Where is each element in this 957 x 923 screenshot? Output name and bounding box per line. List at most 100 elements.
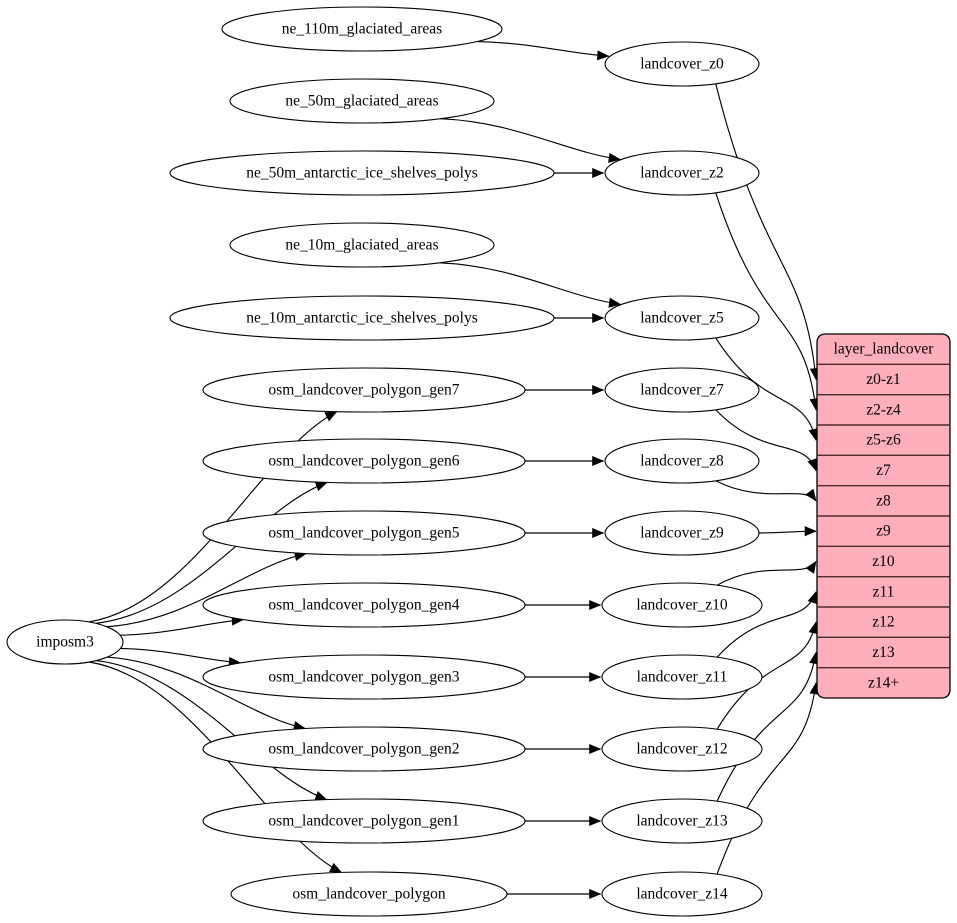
- edge-arrowhead: [804, 526, 817, 537]
- edge-imposm3-to-osm_landcover_polygon_gen6: [95, 481, 328, 624]
- node-label-ne_50m_glaciated_areas: ne_50m_glaciated_areas: [285, 93, 438, 110]
- node-label-osm_landcover_polygon_gen2: osm_landcover_polygon_gen2: [268, 741, 459, 758]
- edge-arrowhead: [592, 167, 605, 179]
- table-row-z5-z6[interactable]: z5-z6: [866, 432, 901, 449]
- table-row-z9[interactable]: z9: [876, 523, 891, 540]
- table-row-z10[interactable]: z10: [872, 553, 895, 570]
- table-row-z2-z4[interactable]: z2-z4: [866, 401, 901, 418]
- node-landcover_z10[interactable]: landcover_z10: [601, 582, 763, 628]
- edge-imposm3-to-osm_landcover_polygon_gen3: [120, 647, 241, 664]
- node-landcover_z0[interactable]: landcover_z0: [604, 41, 760, 87]
- node-osm_landcover_polygon[interactable]: osm_landcover_polygon: [230, 871, 508, 917]
- nodes-layer: imposm3 ne_110m_glaciated_areas ne_50m_gla…: [6, 6, 763, 917]
- node-ellipse-landcover_z2: [604, 150, 760, 196]
- edge-arrowhead: [324, 411, 338, 422]
- edge-imposm3-to-osm_landcover_polygon_gen5: [106, 553, 307, 628]
- edge-arrowhead: [329, 862, 343, 873]
- edge-ne_110m_glaciated_areas-to-landcover_z0: [476, 40, 609, 57]
- node-ne_110m_glaciated_areas[interactable]: ne_110m_glaciated_areas: [221, 6, 503, 52]
- node-label-landcover_z10: landcover_z10: [636, 597, 727, 614]
- node-ellipse-landcover_z5: [604, 295, 760, 341]
- node-landcover_z9[interactable]: landcover_z9: [604, 510, 760, 556]
- node-ne_10m_antarctic_ice_shelves_polys[interactable]: ne_10m_antarctic_ice_shelves_polys: [169, 295, 555, 341]
- node-label-landcover_z0: landcover_z0: [640, 56, 724, 73]
- node-ellipse-landcover_z0: [604, 41, 760, 87]
- edge-arrowhead: [592, 312, 605, 324]
- edge-arrowhead: [589, 888, 602, 900]
- node-imposm3[interactable]: imposm3: [6, 619, 124, 665]
- edge-arrowhead: [589, 743, 602, 755]
- edge-landcover_z14-to-layer_landcover-z14-: [716, 682, 817, 875]
- edge-landcover_z12-to-layer_landcover-z12: [716, 622, 817, 730]
- edge-landcover_z13-to-layer_landcover-z13: [716, 652, 817, 802]
- edge-arrowhead: [805, 560, 817, 574]
- table-row-z0-z1[interactable]: z0-z1: [866, 371, 900, 388]
- node-ellipse-ne_50m_antarctic_ice_shelves_polys: [169, 150, 555, 196]
- node-label-ne_50m_antarctic_ice_shelves_polys: ne_50m_antarctic_ice_shelves_polys: [246, 165, 478, 182]
- node-landcover_z12[interactable]: landcover_z12: [601, 726, 763, 772]
- node-ellipse-landcover_z7: [604, 367, 760, 413]
- node-ellipse-landcover_z14: [601, 871, 763, 917]
- node-label-landcover_z8: landcover_z8: [640, 453, 724, 470]
- edge-arrowhead: [807, 591, 818, 605]
- node-ellipse-landcover_z9: [604, 510, 760, 556]
- node-osm_landcover_polygon_gen3[interactable]: osm_landcover_polygon_gen3: [202, 654, 526, 700]
- node-label-landcover_z12: landcover_z12: [636, 741, 727, 758]
- node-ellipse-ne_50m_glaciated_areas: [229, 78, 495, 124]
- node-osm_landcover_polygon_gen5[interactable]: osm_landcover_polygon_gen5: [202, 510, 526, 556]
- node-landcover_z13[interactable]: landcover_z13: [601, 798, 763, 844]
- table-row-z12[interactable]: z12: [872, 614, 894, 631]
- node-label-imposm3: imposm3: [36, 634, 94, 651]
- table-row-z11[interactable]: z11: [873, 583, 895, 600]
- table-row-z14-[interactable]: z14+: [868, 674, 899, 691]
- node-landcover_z8[interactable]: landcover_z8: [604, 438, 760, 484]
- node-landcover_z7[interactable]: landcover_z7: [604, 367, 760, 413]
- edge-arrowhead: [589, 815, 602, 827]
- node-ne_50m_antarctic_ice_shelves_polys[interactable]: ne_50m_antarctic_ice_shelves_polys: [169, 150, 555, 196]
- node-ne_50m_glaciated_areas[interactable]: ne_50m_glaciated_areas: [229, 78, 495, 124]
- node-label-landcover_z2: landcover_z2: [640, 165, 724, 182]
- edge-arrowhead: [314, 790, 328, 801]
- table-row-z8[interactable]: z8: [876, 492, 891, 509]
- edge-landcover_z0-to-layer_landcover-z0-z1: [715, 83, 817, 380]
- node-label-landcover_z13: landcover_z13: [636, 813, 727, 830]
- node-label-osm_landcover_polygon_gen4: osm_landcover_polygon_gen4: [268, 597, 459, 614]
- edge-landcover_z5-to-layer_landcover-z5-z6: [715, 337, 817, 441]
- node-label-landcover_z14: landcover_z14: [636, 886, 727, 903]
- node-landcover_z5[interactable]: landcover_z5: [604, 295, 760, 341]
- node-osm_landcover_polygon_gen4[interactable]: osm_landcover_polygon_gen4: [202, 582, 526, 628]
- node-landcover_z2[interactable]: landcover_z2: [604, 150, 760, 196]
- node-label-landcover_z5: landcover_z5: [640, 310, 724, 327]
- node-label-osm_landcover_polygon: osm_landcover_polygon: [292, 886, 446, 903]
- edge-imposm3-to-osm_landcover_polygon_gen1: [95, 660, 327, 801]
- edge-arrowhead: [807, 458, 817, 472]
- edge-arrowhead: [592, 527, 605, 539]
- node-label-osm_landcover_polygon_gen3: osm_landcover_polygon_gen3: [268, 669, 459, 686]
- node-ellipse-osm_landcover_polygon_gen3: [202, 654, 526, 700]
- node-landcover_z11[interactable]: landcover_z11: [601, 654, 763, 700]
- edge-ne_10m_glaciated_areas-to-landcover_z5: [439, 262, 621, 305]
- node-ne_10m_glaciated_areas[interactable]: ne_10m_glaciated_areas: [229, 222, 495, 268]
- table-row-z7[interactable]: z7: [876, 462, 891, 479]
- table-node-layer: layer_landcoverz0-z1z2-z4z5-z6z7z8z9z10z…: [816, 333, 951, 699]
- node-landcover_z14[interactable]: landcover_z14: [601, 871, 763, 917]
- node-osm_landcover_polygon_gen1[interactable]: osm_landcover_polygon_gen1: [202, 798, 526, 844]
- node-ellipse-landcover_z10: [601, 582, 763, 628]
- node-ellipse-ne_10m_glaciated_areas: [229, 222, 495, 268]
- edge-arrowhead: [608, 152, 621, 163]
- node-label-landcover_z9: landcover_z9: [640, 525, 724, 542]
- node-osm_landcover_polygon_gen7[interactable]: osm_landcover_polygon_gen7: [202, 367, 526, 413]
- node-ellipse-osm_landcover_polygon_gen5: [202, 510, 526, 556]
- edge-arrowhead: [805, 488, 817, 502]
- node-osm_landcover_polygon_gen2[interactable]: osm_landcover_polygon_gen2: [202, 726, 526, 772]
- node-ellipse-osm_landcover_polygon_gen7: [202, 367, 526, 413]
- table-row-z13[interactable]: z13: [872, 644, 895, 661]
- edge-arrowhead: [589, 671, 602, 683]
- node-osm_landcover_polygon_gen6[interactable]: osm_landcover_polygon_gen6: [202, 438, 526, 484]
- edge-arrowhead: [608, 297, 622, 308]
- node-ellipse-osm_landcover_polygon_gen2: [202, 726, 526, 772]
- node-label-ne_10m_glaciated_areas: ne_10m_glaciated_areas: [285, 237, 438, 254]
- node-ellipse-landcover_z11: [601, 654, 763, 700]
